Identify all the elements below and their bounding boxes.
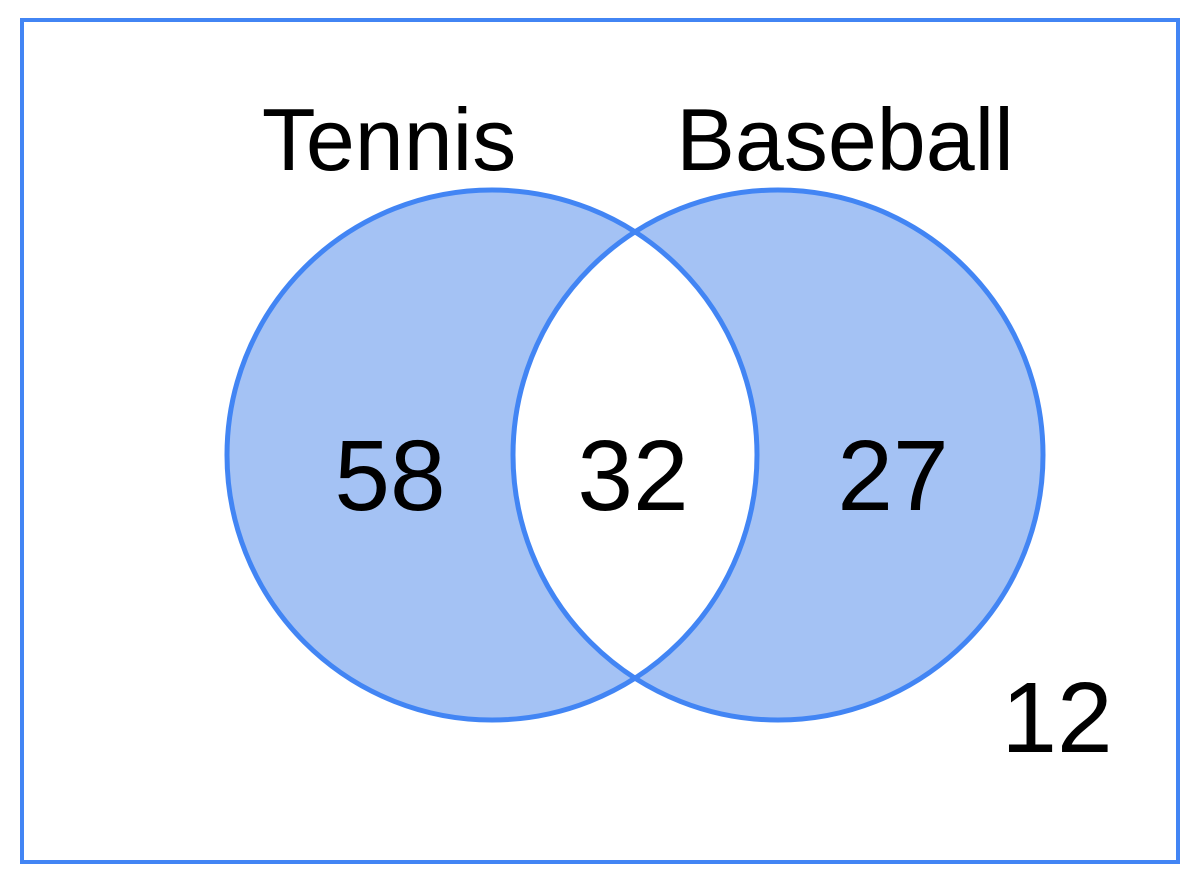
set-label-tennis: Tennis: [262, 90, 516, 189]
count-tennis-only: 58: [334, 420, 445, 532]
set-left-circle: [224, 187, 760, 723]
count-baseball-only: 27: [837, 420, 948, 532]
set-label-baseball: Baseball: [676, 90, 1014, 189]
set-right-circle: [510, 187, 1046, 723]
count-outside: 12: [1001, 662, 1112, 774]
count-intersection: 32: [577, 420, 688, 532]
